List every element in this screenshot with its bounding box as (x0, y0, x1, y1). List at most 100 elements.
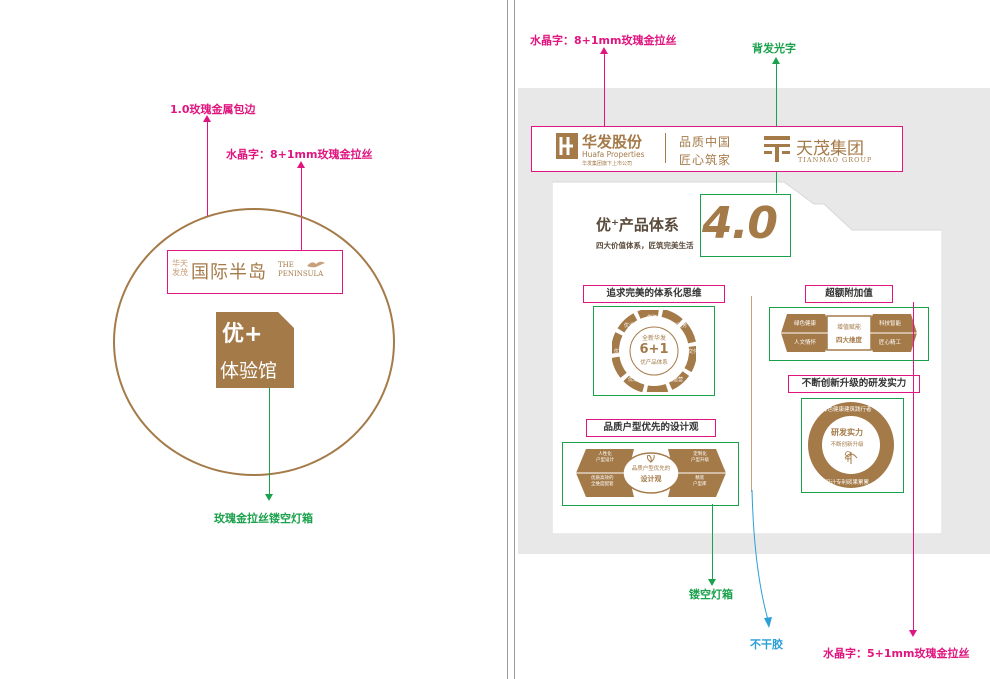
section-1-label: 追求完美的体系化思维 (583, 285, 725, 303)
design-view-diagram (576, 449, 726, 497)
leader-line-crystal-bottom (913, 302, 914, 632)
version-number: 4.0 (702, 198, 778, 249)
section-3-right-bottom-1: 精装 (695, 476, 705, 481)
huafa-logo-icon (556, 133, 578, 159)
board-divider (751, 296, 752, 492)
logo-name-en: THE PENINSULA (278, 261, 323, 279)
segment-3: 优交付 (683, 349, 699, 355)
annotation-backlit: 背发光字 (752, 42, 796, 55)
circular-sign-outline (113, 208, 395, 476)
arrow-down-icon (708, 579, 716, 586)
section-2-center-1: 增值赋能 (836, 324, 861, 331)
arrow-up-icon (297, 161, 305, 168)
section-3-left-bottom-1: 优质高效的 (591, 476, 614, 481)
section-3-left-top: 人性化 户型设计 (596, 452, 614, 464)
logo-small-char-1: 华天 (172, 259, 188, 268)
section-2-right-top: 科技智能 (879, 321, 902, 327)
section-4-ring-bottom: 设计专利硕果累累 (825, 480, 870, 486)
rd-strength-diagram (808, 402, 894, 488)
leader-line-no-glue (751, 490, 772, 628)
annotation-crystal-text: 水晶字：8+1mm玫瑰金拉丝 (226, 148, 373, 161)
section-2-right-bottom: 匠心精工 (879, 340, 902, 346)
logo-small-chars: 华天 发茂 (172, 259, 188, 277)
huafa-name-en: Huafa Properties (582, 150, 645, 159)
bird-icon (307, 261, 325, 268)
badge-line2: 体验馆 (220, 360, 278, 382)
arrow-up-icon (600, 47, 608, 54)
leader-line-metal-edge (207, 120, 208, 216)
section-2-lightbox (769, 307, 929, 361)
section-1-center-1: 全新华发 (641, 335, 666, 342)
section-3-left-bottom: 优质高效的 全维度配套 (591, 476, 614, 488)
logo-name-cn: 国际半岛 (191, 262, 267, 283)
section-2-left-top: 绿色健康 (794, 321, 817, 327)
tianmao-name-cn: 天茂集团 (796, 139, 864, 159)
section-2-center-2: 四大维度 (836, 336, 862, 344)
annotation-no-glue: 不干胶 (750, 638, 783, 651)
section-3-lightbox (562, 442, 739, 506)
page-divider (507, 0, 508, 679)
section-3-right-bottom: 精装 户型库 (693, 476, 707, 488)
section-1-center-3: 优产品体系 (640, 360, 668, 366)
huafa-subtitle: 华发集团旗下上市公司 (582, 161, 633, 167)
arrow-up-icon (772, 57, 780, 64)
section-4-lightbox (801, 398, 904, 493)
version-highlight-box (700, 194, 791, 257)
section-3-right-top: 定制化 户型升级 (691, 452, 709, 464)
section-4-label: 不断创新升级的研发实力 (788, 375, 920, 393)
section-2-label: 超额附加值 (805, 285, 893, 303)
segment-4: 优运营 (668, 377, 684, 383)
segment-5: 优享受 (628, 377, 644, 383)
huafa-name-cn: 华发股份 (582, 133, 643, 151)
arrow-down-icon (909, 630, 917, 637)
page-divider-2 (514, 0, 515, 679)
segment-0: 优设计 (624, 323, 640, 329)
product-system-title: 优⁺产品体系 (596, 216, 679, 234)
segment-2: 优服务 (672, 323, 688, 329)
section-3-center-2: 设计观 (640, 475, 662, 483)
section-3-left-top-2: 户型设计 (596, 458, 614, 463)
experience-hall-badge (216, 312, 294, 388)
value-dimensions-diagram (781, 314, 917, 352)
flower-icon (844, 451, 852, 462)
slogan-1: 品质中国 (679, 135, 732, 149)
section-1-lightbox (593, 306, 715, 396)
section-3-right-bottom-2: 户型库 (693, 482, 707, 487)
annotation-lightbox: 玫瑰金拉丝镂空灯箱 (214, 512, 313, 525)
slogan-2: 匠心筑家 (679, 153, 732, 167)
section-3-right-top-1: 定制化 (693, 452, 707, 457)
logo-small-char-2: 发茂 (172, 268, 188, 277)
tianmao-logo-icon (764, 136, 790, 162)
arrow-down-icon (265, 494, 273, 501)
section-3-label: 品质户型优先的设计观 (586, 419, 716, 437)
logo-name-en-2: PENINSULA (278, 270, 324, 278)
annotation-hollow-lightbox: 镂空灯箱 (689, 588, 733, 601)
section-3-left-top-1: 人性化 (598, 452, 612, 457)
section-4-ring-top: 绿色健康建筑践行者 (822, 407, 872, 413)
annotation-crystal-bottom: 水晶字：5+1mm玫瑰金拉丝 (823, 647, 970, 660)
logo-name-en-1: THE (278, 261, 294, 269)
tianmao-name-en: TIANMAO GROUP (798, 156, 873, 164)
annotation-metal-edge: 1.0玫瑰金属包边 (170, 103, 256, 116)
section-2-left-bottom: 人文情怀 (794, 340, 817, 346)
section-1-center-2: 6+1 (639, 342, 669, 357)
badge-line1: 优+ (222, 322, 263, 347)
arrow-up-icon (203, 115, 211, 122)
leader-line-crystal-text (301, 166, 302, 250)
leaf-icon (646, 455, 655, 463)
leader-line-crystal-top (604, 52, 605, 126)
section-4-center-2: 不断创新升级 (830, 442, 864, 448)
leader-line-lightbox (269, 388, 270, 496)
peninsula-logo-box (167, 250, 343, 294)
section-3-right-top-2: 户型升级 (691, 458, 709, 463)
segment-1: 优建造 (647, 315, 663, 321)
leader-line-hollow-lightbox (712, 504, 713, 582)
annotation-crystal-top: 水晶字：8+1mm玫瑰金拉丝 (530, 34, 677, 47)
header-divider (665, 133, 666, 163)
segment-6: 优营销 (614, 349, 630, 355)
section-3-center-1: 品质户型优先的 (631, 466, 671, 472)
section-3-left-bottom-2: 全维度配套 (591, 482, 614, 487)
header-logo-box (531, 126, 903, 172)
product-system-subtitle: 四大价值体系，匠筑完美生活 (596, 241, 694, 250)
section-4-center-1: 研发实力 (831, 428, 863, 437)
